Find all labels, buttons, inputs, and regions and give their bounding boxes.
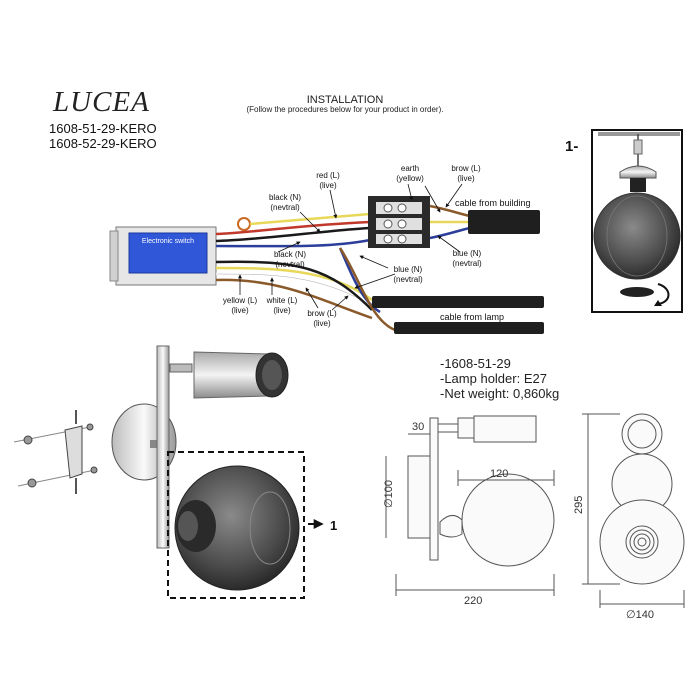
cable-lamp-label: cable from lamp: [440, 312, 504, 322]
dim-295: 295: [573, 496, 585, 514]
terminal-block: [368, 196, 430, 248]
lamp-perspective: 1: [13, 345, 337, 599]
wires-bottom: [215, 247, 396, 332]
wire-labels: red (L) (live) earth (yellow) brow (L) (…: [223, 164, 482, 328]
label-blue-right: blue (N): [453, 249, 482, 258]
spec-block: -1608-51-29 -Lamp holder: E27 -Net weigh…: [440, 356, 559, 401]
svg-text:(live): (live): [457, 174, 475, 183]
label-black-mid: black (N): [274, 250, 306, 259]
switch-label: Electronic switch: [142, 238, 194, 245]
step-1-detail: [591, 129, 683, 313]
installation-subtitle: (Follow the procedures below for your pr…: [246, 105, 444, 114]
svg-text:(live): (live): [273, 306, 291, 315]
svg-text:(nevtral): (nevtral): [452, 259, 482, 268]
dim-120: 120: [490, 468, 508, 480]
front-view-drawing: [582, 413, 685, 608]
installation-title: INSTALLATION: [306, 94, 384, 106]
side-view-drawing: [385, 415, 555, 596]
spec-net-weight: -Net weight: 0,860kg: [440, 386, 560, 401]
cable-from-building: cable from building: [455, 198, 540, 234]
step-1-globe: [593, 192, 681, 280]
svg-text:(yellow): (yellow): [396, 174, 424, 183]
dim-100: ∅100: [383, 480, 395, 508]
wires-building: [429, 204, 471, 240]
label-arrows: [238, 183, 463, 311]
label-blue-mid: blue (N): [394, 265, 423, 274]
callout-box: [167, 451, 305, 599]
label-black-top: black (N): [269, 193, 301, 202]
svg-text:(nevtral): (nevtral): [270, 203, 300, 212]
spec-lamp-holder: -Lamp holder: E27: [440, 371, 547, 386]
label-red: red (L): [316, 171, 340, 180]
callout-label: 1: [330, 518, 337, 533]
dim-140: ∅140: [626, 609, 654, 621]
product-code-1: 1608-51-29-KERO: [49, 121, 157, 136]
mounting-bracket: [13, 410, 98, 494]
electronic-switch: Electronic switch: [109, 226, 217, 286]
label-brow-bottom: brow (L): [307, 309, 337, 318]
lamp-cables: cable from lamp: [372, 296, 544, 334]
earth-ring: [237, 217, 251, 231]
svg-text:(nevtral): (nevtral): [275, 260, 305, 269]
spec-model: -1608-51-29: [440, 356, 511, 371]
label-yellow: yellow (L): [223, 296, 258, 305]
dim-220: 220: [464, 595, 482, 607]
label-brow-top: brow (L): [451, 164, 481, 173]
svg-text:(live): (live): [319, 181, 337, 190]
svg-text:(live): (live): [313, 319, 331, 328]
side-view-dimensions: 30 ∅100 120 220: [383, 421, 508, 607]
front-view-dimensions: 295 ∅140: [573, 496, 654, 621]
svg-text:(live): (live): [231, 306, 249, 315]
label-earth: earth: [401, 164, 419, 173]
brand-title: LUCEA: [53, 86, 150, 118]
step-1-label: 1-: [565, 138, 579, 155]
cable-building-label: cable from building: [455, 198, 531, 208]
svg-text:(nevtral): (nevtral): [393, 275, 423, 284]
label-white: white (L): [266, 296, 298, 305]
product-code-2: 1608-52-29-KERO: [49, 136, 157, 151]
dim-30: 30: [412, 421, 424, 433]
wires-top: [215, 212, 371, 248]
